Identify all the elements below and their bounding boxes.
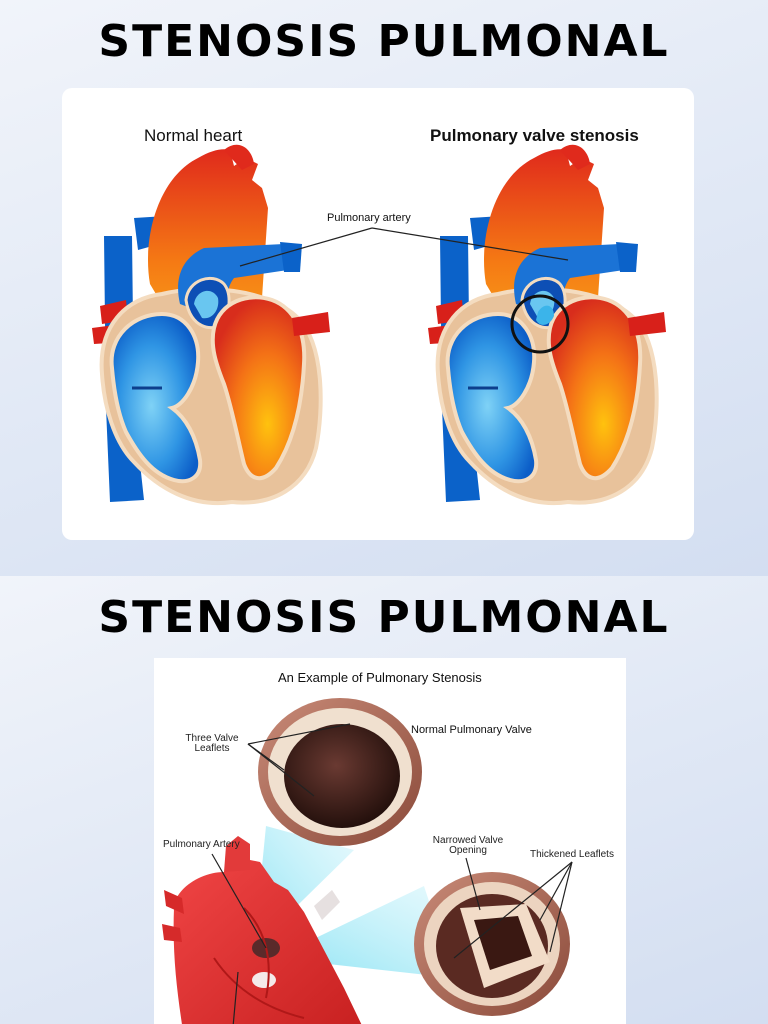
label-pulmonary-artery: Pulmonary Artery — [163, 839, 240, 850]
label-normal-pulmonary-valve: Normal Pulmonary Valve — [411, 724, 532, 736]
heart-illustration — [162, 836, 362, 1024]
slide-title: STENOSIS PULMONAL — [98, 16, 670, 67]
stenosed-valve-illustration — [414, 872, 570, 1016]
label-normal-heart: Normal heart — [144, 126, 243, 145]
figure-title: An Example of Pulmonary Stenosis — [278, 670, 482, 685]
heart-diagrams — [90, 142, 668, 506]
pulmonary-stenosis-figure: An Example of Pulmonary Stenosis Three V… — [154, 658, 626, 1024]
slide-1: STENOSIS PULMONAL — [0, 0, 768, 576]
heart-comparison-figure: Normal heart Pulmonary valve stenosis Pu… — [62, 88, 694, 540]
slide-title: STENOSIS PULMONAL — [98, 592, 670, 643]
label-three-valve-leaflets: Three Valve Leaflets — [185, 733, 239, 754]
label-narrowed-valve-opening: Narrowed Valve Opening — [432, 835, 504, 856]
stenosis-heart-illustration — [426, 142, 668, 506]
slide-2: STENOSIS PULMONAL — [0, 576, 768, 1024]
normal-heart-illustration — [90, 142, 332, 506]
pointer-line-right — [371, 227, 569, 261]
stenosis-highlight-circle — [510, 294, 570, 354]
pointer-line-left — [239, 227, 373, 267]
normal-valve-illustration — [258, 698, 422, 846]
label-pulmonary-valve-stenosis: Pulmonary valve stenosis — [430, 126, 639, 145]
label-thickened-leaflets: Thickened Leaflets — [530, 849, 614, 860]
valve-diagrams — [162, 698, 573, 1024]
label-pulmonary-artery: Pulmonary artery — [327, 212, 411, 224]
